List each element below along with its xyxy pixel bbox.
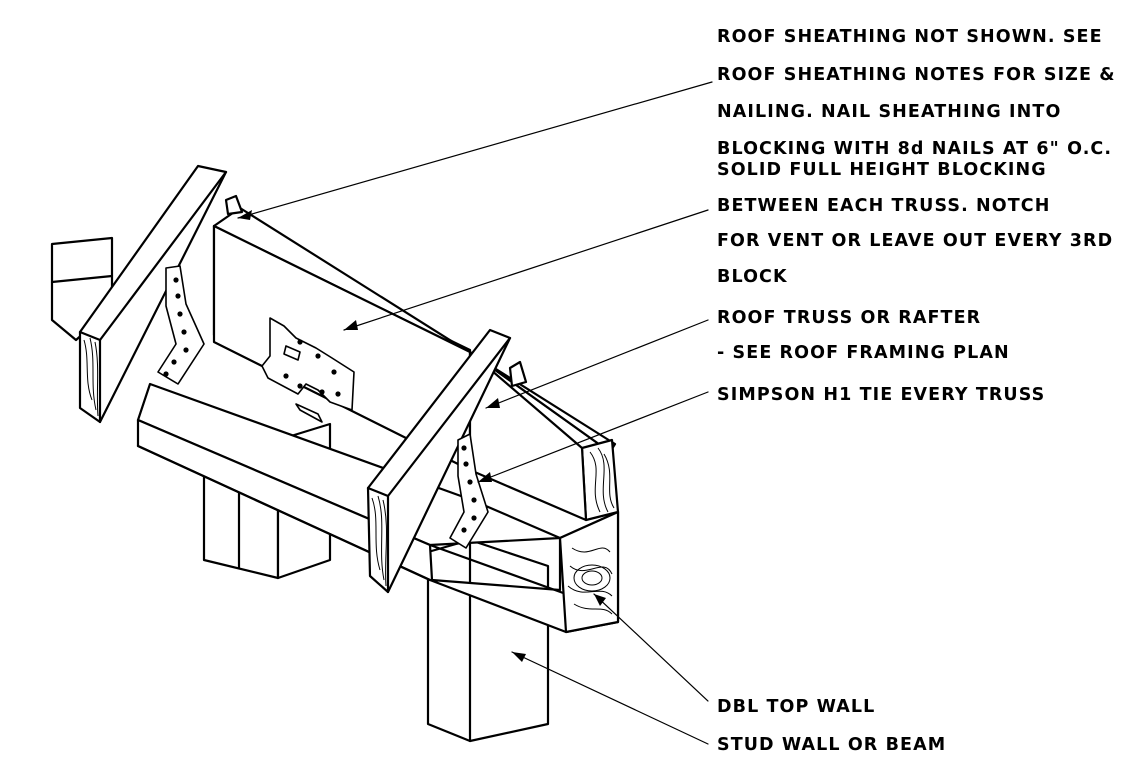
leader-sheathing: [237, 81, 713, 219]
note-blocking-line-1: SOLID FULL HEIGHT BLOCKING: [717, 160, 1047, 180]
truss-right: [366, 328, 528, 594]
note-blocking-line-3: FOR VENT OR LEAVE OUT EVERY 3RD: [717, 231, 1113, 251]
blocking-front: [468, 350, 588, 522]
leader-blocking: [343, 209, 709, 331]
note-sheathing-line-1: ROOF SHEATHING NOT SHOWN. SEE: [717, 27, 1103, 47]
note-truss: ROOF TRUSS OR RAFTER - SEE ROOF FRAMING …: [717, 308, 1010, 363]
note-sheathing-line-3: NAILING. NAIL SHEATHING INTO: [717, 102, 1061, 122]
note-sheathing: ROOF SHEATHING NOT SHOWN. SEE ROOF SHEAT…: [717, 27, 1116, 159]
note-sheathing-line-4: BLOCKING WITH 8d NAILS AT 6" O.C.: [717, 139, 1112, 159]
note-blocking-line-4: BLOCK: [717, 267, 788, 287]
leader-stud-wall: [511, 651, 709, 745]
note-stud-wall: STUD WALL OR BEAM: [717, 735, 946, 755]
h1-tie-center: [261, 317, 355, 423]
note-blocking: SOLID FULL HEIGHT BLOCKING BETWEEN EACH …: [717, 160, 1113, 287]
note-truss-line-1: ROOF TRUSS OR RAFTER: [717, 308, 981, 328]
note-blocking-line-2: BETWEEN EACH TRUSS. NOTCH: [717, 196, 1051, 216]
top-plate-end-grain: [558, 510, 620, 634]
leader-tie: [477, 391, 709, 483]
note-tie: SIMPSON H1 TIE EVERY TRUSS: [717, 385, 1045, 405]
note-truss-line-2: - SEE ROOF FRAMING PLAN: [717, 343, 1010, 363]
note-top-wall: DBL TOP WALL: [717, 697, 875, 717]
note-sheathing-line-2: ROOF SHEATHING NOTES FOR SIZE &: [717, 65, 1116, 85]
leader-truss: [485, 319, 709, 409]
h1-tie-right: [449, 433, 489, 549]
leader-top-wall: [593, 593, 709, 702]
stud-wall-right: [426, 538, 550, 743]
leader-lines: [237, 81, 713, 745]
h1-tie-left: [157, 265, 205, 385]
truss-left: [78, 164, 244, 424]
